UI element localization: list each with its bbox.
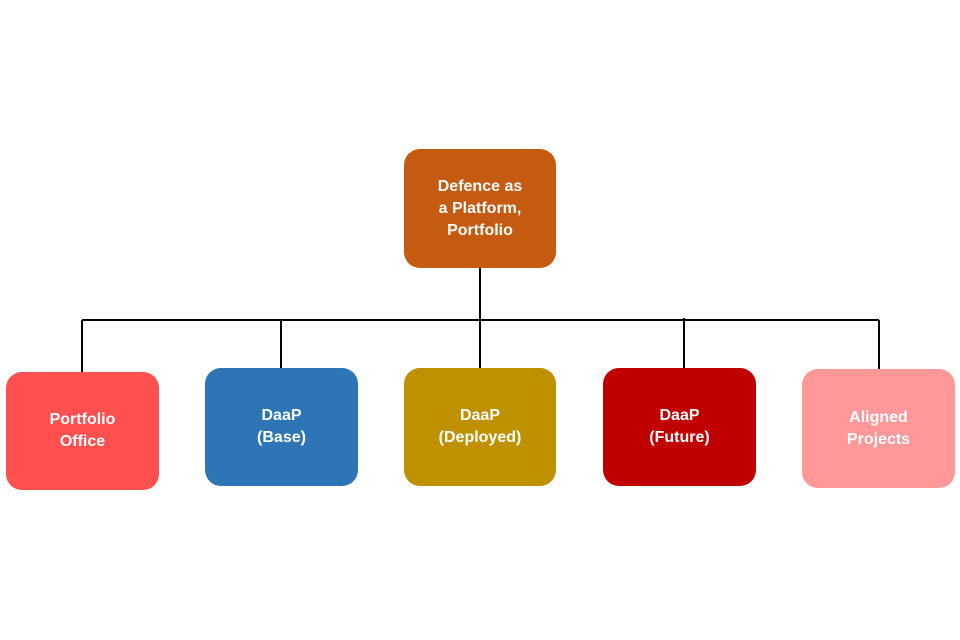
node-daap-deployed: DaaP (Deployed) bbox=[404, 368, 556, 486]
node-aligned-projects: Aligned Projects bbox=[802, 369, 955, 488]
node-daap-base: DaaP (Base) bbox=[205, 368, 358, 486]
node-daap-future: DaaP (Future) bbox=[603, 368, 756, 486]
node-portfolio-office: Portfolio Office bbox=[6, 372, 159, 490]
root-node-defence-as-a-platform: Defence as a Platform, Portfolio bbox=[404, 149, 556, 268]
